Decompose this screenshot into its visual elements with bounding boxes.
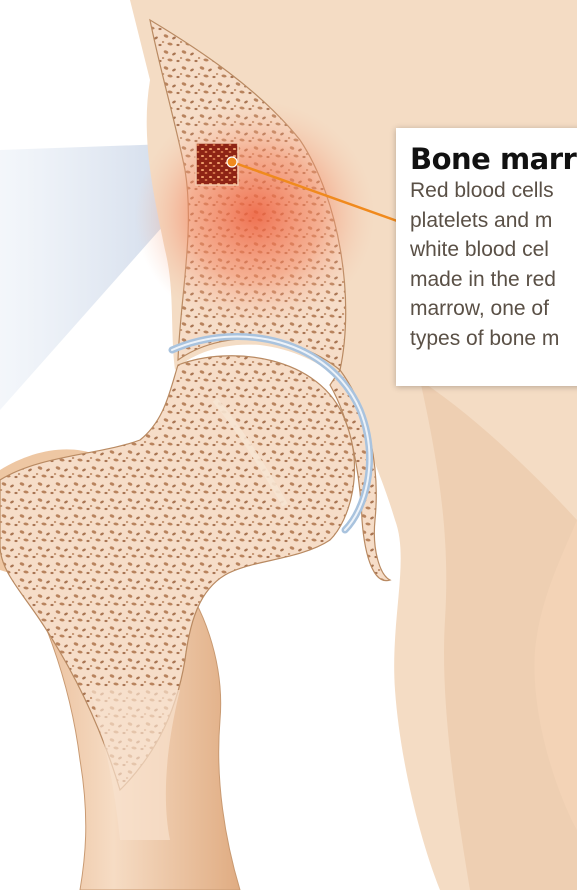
callout-text-line: platelets and m <box>410 206 577 236</box>
callout-text-line: types of bone m <box>410 324 577 354</box>
callout-text-line: made in the red <box>410 265 577 295</box>
callout-text-line: Red blood cells <box>410 176 577 206</box>
callout-text-line: marrow, one of <box>410 294 577 324</box>
callout-text-line: white blood cel <box>410 235 577 265</box>
callout-title: Bone marr <box>410 142 577 176</box>
callout-pointer-dot <box>227 157 237 167</box>
red-marrow-region <box>135 100 375 330</box>
bone-marrow-callout: Bone marr Red blood cells platelets and … <box>396 128 577 386</box>
